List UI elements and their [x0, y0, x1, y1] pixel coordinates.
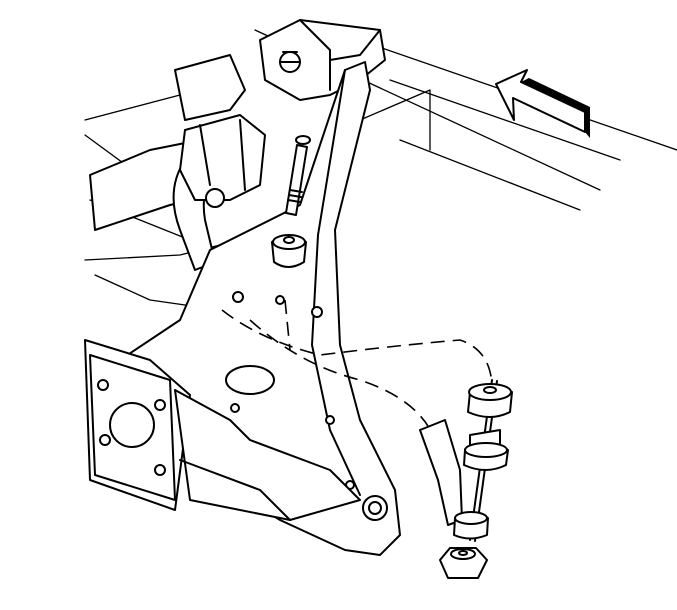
arrow-up-left-icon: [495, 69, 590, 138]
control-arm-hole: [225, 365, 275, 395]
stabilizer-bar: [89, 54, 266, 271]
crossmember-hole: [109, 402, 155, 448]
stabilizer-insulator-icon: [179, 114, 266, 201]
stabilizer-link-assembly: [419, 379, 513, 579]
alignment-dashed-lines: [221, 299, 493, 441]
upper-link-bolt: [271, 135, 311, 268]
frame-crossmember: [84, 339, 361, 521]
